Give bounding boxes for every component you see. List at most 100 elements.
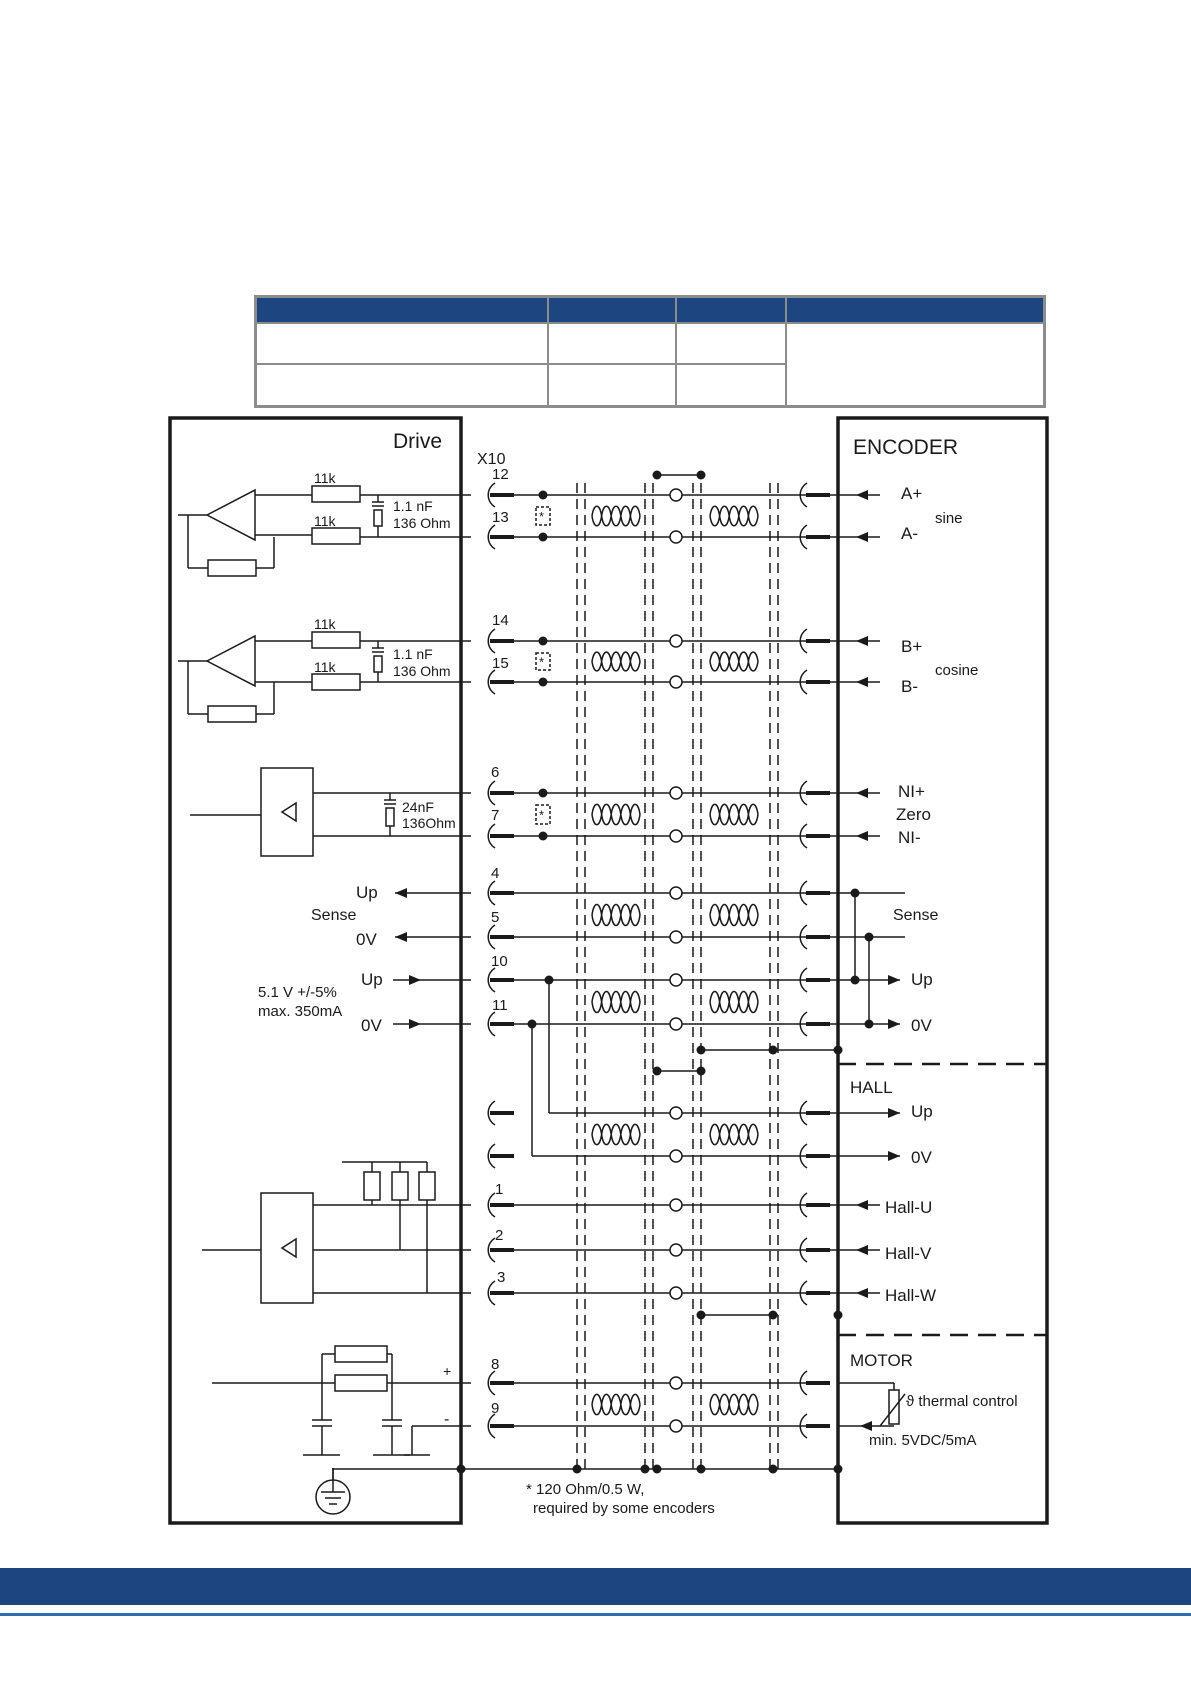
table-cell: [785, 321, 1046, 408]
hall-v: Hall-V: [885, 1244, 932, 1263]
enc-sine: sine: [935, 510, 963, 527]
motor-title: MOTOR: [850, 1351, 913, 1370]
hall-up: Up: [911, 1102, 933, 1121]
enc-cosine: cosine: [935, 662, 978, 679]
encoder-box: [836, 416, 1049, 1525]
junction-dot: [538, 788, 548, 798]
junction-dot: [768, 1310, 778, 1320]
pin-label: 11: [492, 997, 508, 1014]
drive-title: Drive: [393, 430, 442, 453]
junction-dot: [538, 831, 548, 841]
junction-dot: [544, 975, 554, 985]
spec-table: [254, 295, 1046, 408]
minus-label: -: [444, 1411, 449, 1428]
connector-label: X10: [477, 451, 506, 468]
resistor-label: 136 Ohm: [393, 663, 451, 679]
sine-amplifier: [178, 485, 471, 577]
enc-ni-plus: NI+: [898, 782, 925, 801]
junction-dot: [850, 975, 860, 985]
junction-dot: [652, 470, 662, 480]
capacitor-label: 1.1 nF: [393, 498, 433, 514]
drive-sense-label: Sense: [311, 907, 356, 924]
thermal-spec: min. 5VDC/5mA: [869, 1432, 977, 1449]
resistor-label: 11k: [314, 659, 337, 675]
junction-dot: [696, 1464, 706, 1474]
resistor-label: 136 Ohm: [393, 515, 451, 531]
table-header-cell: [675, 295, 787, 324]
footnote: required by some encoders: [533, 1500, 715, 1517]
star-mark: *: [539, 509, 544, 524]
table-row: [254, 321, 1046, 408]
junction-dot: [696, 1310, 706, 1320]
enc-a-plus: A+: [901, 484, 922, 503]
junction-dot: [768, 1464, 778, 1474]
pin-label: 7: [491, 807, 499, 824]
table-header-cell: [547, 295, 677, 324]
table-cell: [675, 363, 787, 408]
star-mark: *: [539, 808, 544, 823]
pin-label: 12: [492, 466, 509, 483]
junction-dot: [833, 1464, 843, 1474]
enc-ni-minus: NI-: [898, 828, 921, 847]
pin-label: 2: [495, 1227, 503, 1244]
junction-dot: [640, 1464, 650, 1474]
junction-dot: [527, 1019, 537, 1029]
pin-label: 10: [491, 953, 508, 970]
junction-dot: [833, 1045, 843, 1055]
hall-title: HALL: [850, 1078, 893, 1097]
junction-dots: [456, 470, 874, 1474]
footnote: * 120 Ohm/0.5 W,: [526, 1481, 644, 1498]
supply-0v-label: 0V: [361, 1016, 382, 1035]
footer-line: [0, 1613, 1191, 1616]
supply-spec: 5.1 V +/-5%: [258, 984, 337, 1001]
junction-dot: [538, 677, 548, 687]
thermal-label: ϑ thermal control: [906, 1393, 1018, 1410]
junction-dot: [652, 1066, 662, 1076]
junction-dot: [538, 490, 548, 500]
enc-zero: Zero: [896, 805, 931, 824]
table-row: [254, 363, 1045, 408]
pin-label: 9: [491, 1400, 499, 1417]
enc-up: Up: [911, 970, 933, 989]
junction-dot: [768, 1045, 778, 1055]
table-cell: [547, 363, 677, 408]
pin-label: 4: [491, 865, 499, 882]
resistor-label: 136Ohm: [402, 815, 456, 831]
drive-up-label: Up: [356, 883, 378, 902]
table-cell: [254, 363, 549, 408]
resistor-label: 11k: [314, 470, 337, 486]
junction-dot: [538, 636, 548, 646]
enc-b-plus: B+: [901, 637, 922, 656]
junction-dot: [833, 1310, 843, 1320]
table-header-cell: [785, 295, 1046, 324]
hall-w: Hall-W: [885, 1286, 936, 1305]
plus-label: +: [443, 1363, 451, 1379]
junction-dot: [652, 1464, 662, 1474]
star-mark: *: [539, 655, 544, 670]
junction-dot: [696, 1066, 706, 1076]
pin-label: 14: [492, 612, 509, 629]
enc-0v: 0V: [911, 1016, 932, 1035]
pin-label: 15: [492, 655, 509, 672]
enc-a-minus: A-: [901, 524, 918, 543]
pin-label: 6: [491, 764, 499, 781]
resistor-label: 11k: [314, 616, 337, 632]
signal-lines: * * *: [393, 482, 906, 1439]
junction-dot: [864, 932, 874, 942]
table-cell: [547, 321, 677, 366]
thermal-input: [212, 1345, 471, 1456]
drive-box: [168, 416, 463, 1525]
pin-label: 1: [495, 1181, 503, 1198]
cosine-amplifier: [178, 631, 471, 723]
junction-dot: [696, 470, 706, 480]
enc-sense: Sense: [893, 907, 938, 924]
junction-dot: [696, 1045, 706, 1055]
junction-dot: [538, 532, 548, 542]
junction-dot: [850, 888, 860, 898]
pin-label: 8: [491, 1356, 499, 1373]
supply-spec: max. 350mA: [258, 1003, 342, 1020]
junction-dot: [864, 1019, 874, 1029]
resistor-label: 11k: [314, 513, 337, 529]
hall-u: Hall-U: [885, 1198, 932, 1217]
